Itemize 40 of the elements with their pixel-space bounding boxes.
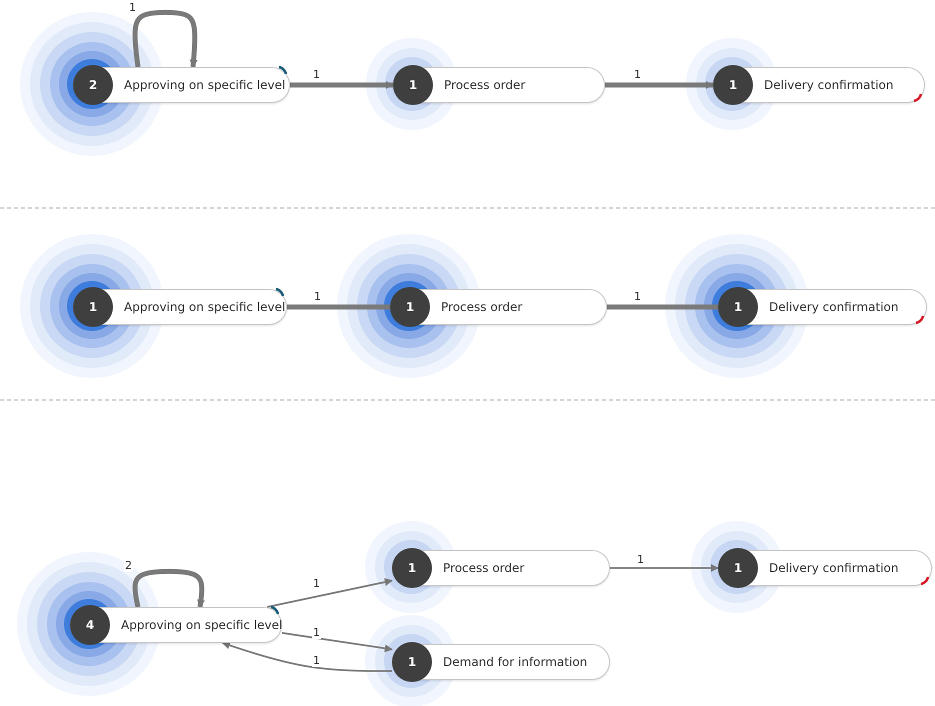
- activity-node: [393, 67, 605, 103]
- activity-node: [718, 289, 927, 325]
- edge-label: 1: [312, 627, 321, 639]
- activity-node: [713, 67, 925, 103]
- edge-label: 1: [633, 69, 642, 81]
- edge-label: 1: [633, 291, 642, 303]
- activity-node: [390, 289, 607, 325]
- connector-line: [287, 304, 390, 310]
- activity-label: Process order: [443, 560, 524, 576]
- connector-line: [607, 304, 718, 310]
- activity-node: [392, 644, 610, 680]
- arrow: [605, 81, 714, 89]
- activity-node: [73, 67, 290, 103]
- arrow: [132, 568, 205, 608]
- edge-label: 1: [128, 2, 137, 14]
- edge-label: 1: [312, 69, 321, 81]
- arrow: [222, 641, 392, 672]
- arrow: [132, 10, 198, 68]
- edge-label: 1: [636, 554, 645, 566]
- edge-label: 1: [312, 655, 321, 667]
- edge-label: 1: [312, 578, 321, 590]
- activity-node: [718, 550, 932, 586]
- activity-node: [392, 550, 610, 586]
- activity-label: Delivery confirmation: [769, 560, 898, 576]
- arrow: [282, 632, 393, 652]
- arrow: [290, 81, 394, 89]
- activity-label: Process order: [441, 299, 522, 315]
- edge-label: 1: [313, 291, 322, 303]
- activity-label: Delivery confirmation: [764, 77, 894, 93]
- activity-node: [73, 289, 287, 325]
- activity-label: Demand for information: [443, 654, 588, 670]
- activity-label: Delivery confirmation: [769, 299, 898, 315]
- activity-label: Approving on specific level: [121, 617, 282, 633]
- arrow: [266, 578, 393, 608]
- edge-label: 2: [124, 560, 133, 572]
- activity-label: Process order: [444, 77, 526, 93]
- activity-label: Approving on specific level: [124, 77, 286, 93]
- activity-node: [70, 607, 282, 643]
- arrow: [610, 564, 719, 572]
- activity-label: Approving on specific level: [124, 299, 286, 315]
